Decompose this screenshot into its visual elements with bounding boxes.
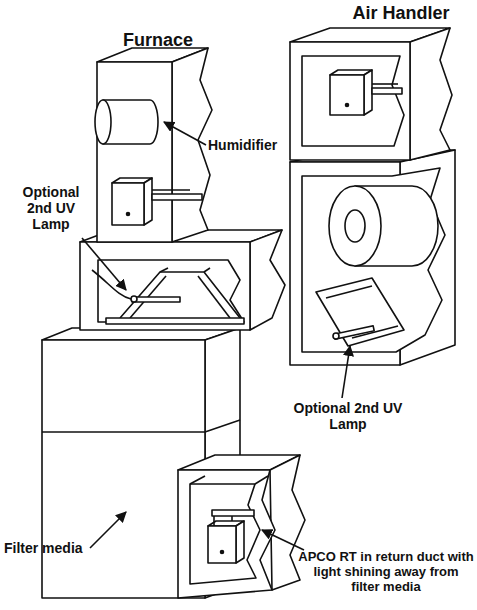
coil <box>326 286 372 298</box>
supply-plenum <box>97 48 212 242</box>
air-handler-top <box>302 56 404 146</box>
furnace-cabinet <box>205 420 240 432</box>
callout-label: Optional 2nd UV Lamp <box>292 400 404 432</box>
blower <box>329 186 381 266</box>
air-handler-top <box>410 28 452 160</box>
uv-lamp <box>213 516 215 526</box>
supply-plenum <box>97 62 172 242</box>
heading-label: Furnace <box>108 30 208 51</box>
a-coil <box>132 297 180 302</box>
a-coil <box>160 268 168 272</box>
callout-label: APCO RT in return duct with light shinin… <box>298 550 474 595</box>
uv-lamp <box>112 178 202 225</box>
return-duct <box>190 484 260 584</box>
return-duct <box>190 476 205 484</box>
uv-lamp <box>221 551 224 554</box>
leader-arrow <box>82 238 126 290</box>
uv-lamp <box>127 213 130 216</box>
return-duct <box>270 455 305 590</box>
coil-cabinet <box>80 242 250 330</box>
uv-lamp <box>364 70 372 115</box>
uv-lamp <box>236 521 244 563</box>
coil <box>334 326 374 339</box>
a-coil <box>92 270 131 299</box>
callout-label: Optional 2nd UV Lamp <box>14 184 88 232</box>
leader-arrow <box>164 122 206 145</box>
heading-label: Air Handler <box>336 3 466 24</box>
coil-cabinet <box>98 260 244 322</box>
coil-cabinet <box>250 230 285 330</box>
coil <box>333 333 339 339</box>
uv-lamp <box>152 194 202 200</box>
uv-lamp <box>372 88 402 94</box>
air-handler-cabinet <box>290 150 455 365</box>
air-handler-top <box>290 28 452 160</box>
uv-lamp <box>112 183 144 225</box>
uv-lamp <box>208 526 236 563</box>
uv-lamp <box>208 510 254 563</box>
return-duct <box>255 476 268 484</box>
leader-arrow <box>82 122 350 550</box>
a-coil <box>120 272 240 318</box>
blower <box>345 210 365 242</box>
furnace-cabinet <box>42 431 205 433</box>
uv-lamp <box>231 516 233 521</box>
uv-lamp <box>330 75 364 115</box>
leader-arrow <box>262 530 304 550</box>
air-handler-cabinet <box>302 168 445 352</box>
uv-lamp <box>212 510 254 516</box>
callout-label: Filter media <box>4 540 104 556</box>
uv-lamp <box>372 83 398 85</box>
coil <box>316 278 404 346</box>
air-handler-top <box>290 42 410 160</box>
humidifier <box>95 100 158 144</box>
humidifier <box>95 100 111 144</box>
coil <box>316 278 404 346</box>
uv-lamp <box>152 189 190 191</box>
a-coil <box>198 276 230 318</box>
uv-lamp <box>346 104 349 107</box>
return-duct <box>178 470 275 598</box>
leader-arrow <box>90 512 126 548</box>
return-duct <box>178 455 305 598</box>
a-coil <box>131 296 137 302</box>
leader-arrow <box>342 346 350 398</box>
uv-lamp <box>330 70 402 115</box>
a-coil <box>204 268 210 272</box>
callout-label: Humidifier <box>208 137 308 153</box>
blower <box>329 186 438 266</box>
coil-cabinet <box>80 230 285 330</box>
a-coil <box>106 318 244 324</box>
uv-lamp <box>144 178 152 225</box>
